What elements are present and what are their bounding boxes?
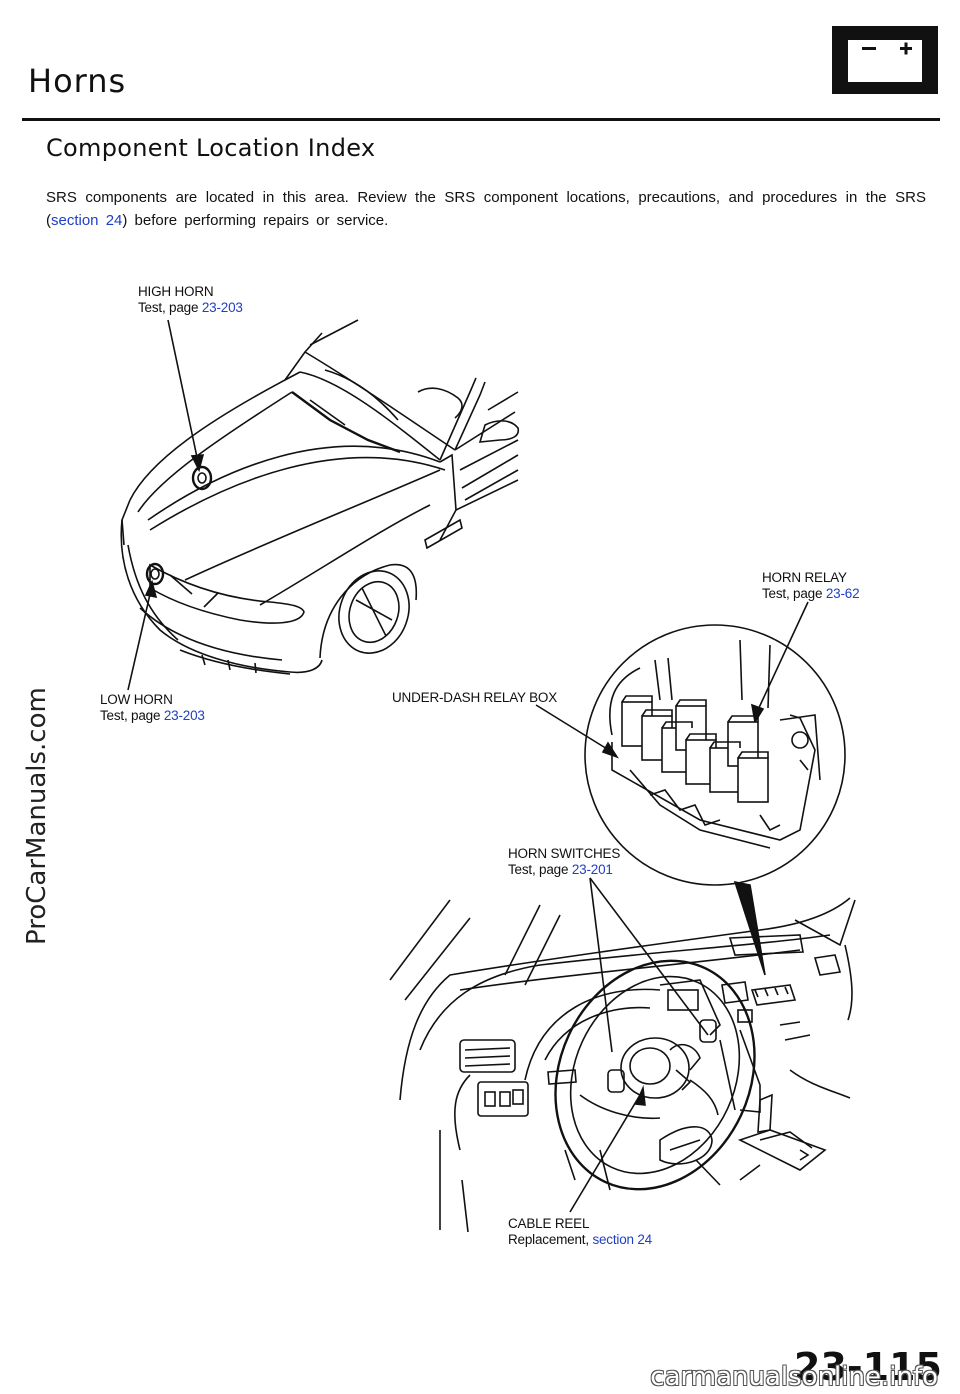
callout-low-horn: LOW HORN Test, page 23-203 [100,692,205,724]
side-watermark: ProCarManuals.com [22,687,52,945]
cable-reel-section-link[interactable]: section 24 [592,1232,652,1247]
title-rule [22,118,940,121]
horn-switches-label: HORN SWITCHES [508,846,621,861]
horn-relay-test-link[interactable]: 23-62 [825,586,860,601]
high-horn-test-link[interactable]: 23-203 [201,300,243,315]
page-title: Horns [28,62,127,100]
cable-reel-prefix: Replacement, [508,1232,593,1247]
section-heading: Component Location Index [46,134,376,162]
dashboard-drawing [389,897,856,1233]
callout-high-horn: HIGH HORN Test, page 23-203 [138,284,243,316]
high-horn-test-prefix: Test, page [138,300,202,315]
battery-icon [832,26,938,94]
low-horn-label: LOW HORN [100,692,173,707]
callout-horn-switches: HORN SWITCHES Test, page 23-201 [508,846,620,878]
horn-switches-test-prefix: Test, page [508,862,572,877]
callout-under-dash-relay-box: UNDER-DASH RELAY BOX [392,690,557,706]
horn-switches-test-link[interactable]: 23-201 [571,862,613,877]
horn-relay-test-prefix: Test, page [762,586,826,601]
car-front-drawing [120,319,520,675]
page-number: 23-115 [794,1345,942,1389]
intro-text-start: SRS components are located in this area.… [46,189,926,229]
horn-relay-label: HORN RELAY [762,570,847,585]
intro-paragraph: SRS components are located in this area.… [46,186,926,232]
high-horn-label: HIGH HORN [138,284,214,299]
callout-horn-relay: HORN RELAY Test, page 23-62 [762,570,860,602]
low-horn-test-prefix: Test, page [100,708,164,723]
callout-cable-reel: CABLE REEL Replacement, section 24 [508,1216,652,1248]
under-dash-relay-box-label: UNDER-DASH RELAY BOX [392,690,558,705]
footer-watermark: carmanualsonline.info [650,1362,938,1392]
section-24-link[interactable]: section 24 [51,212,123,229]
low-horn-test-link[interactable]: 23-203 [163,708,205,723]
intro-text-end: ) before performing repairs or service. [122,212,389,229]
cable-reel-label: CABLE REEL [508,1216,590,1231]
relay-box-detail [584,624,846,976]
leader-lines [127,319,809,1213]
